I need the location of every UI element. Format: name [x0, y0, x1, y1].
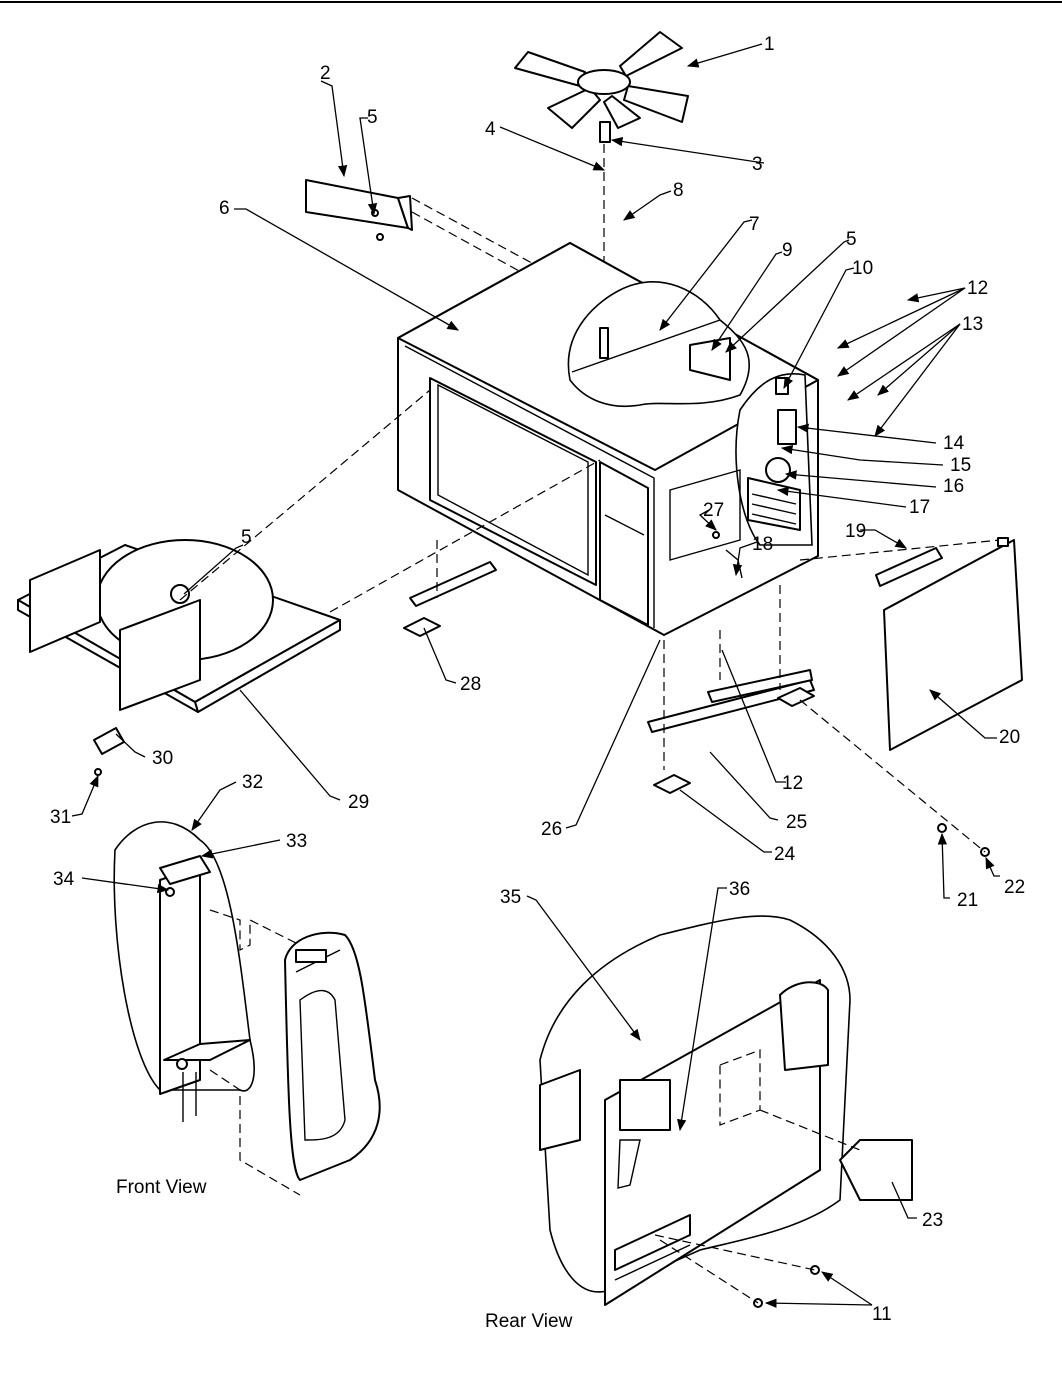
callout-34: 34: [53, 869, 75, 890]
callout-26: 26: [541, 819, 562, 840]
callout-9: 9: [782, 240, 793, 261]
callout-16: 16: [943, 476, 964, 497]
callout-5c: 5: [241, 527, 252, 548]
leader-lines: [71, 43, 1000, 1308]
callout-12b: 12: [782, 773, 803, 794]
callout-21: 21: [957, 890, 978, 911]
callout-24: 24: [774, 844, 796, 865]
callout-35: 35: [500, 887, 521, 908]
rear-view-label: Rear View: [485, 1311, 573, 1332]
callout-5b: 5: [846, 229, 857, 250]
callout-25: 25: [786, 812, 807, 833]
callout-14: 14: [943, 433, 965, 454]
callout-12a: 12: [967, 278, 988, 299]
callout-20: 20: [999, 727, 1020, 748]
callout-17: 17: [909, 497, 930, 518]
front-view-label: Front View: [116, 1177, 207, 1198]
callout-5a: 5: [367, 107, 378, 128]
callout-29: 29: [348, 792, 369, 813]
callout-6: 6: [219, 198, 230, 219]
callout-8: 8: [673, 180, 684, 201]
bracket-2: [305, 179, 413, 241]
base-rail-left: [403, 561, 497, 637]
rear-view-inset: [539, 915, 913, 1308]
callout-23: 23: [922, 1210, 943, 1231]
callout-13: 13: [962, 314, 983, 335]
callout-11: 11: [872, 1304, 892, 1325]
base-rail-right: [647, 669, 815, 794]
trim-strip: [875, 547, 943, 587]
callout-30: 30: [152, 748, 173, 769]
callout-27: 27: [703, 500, 724, 521]
callout-31: 31: [50, 807, 71, 828]
callout-32: 32: [242, 772, 263, 793]
callout-19: 19: [845, 521, 866, 542]
callout-10: 10: [852, 258, 873, 279]
callout-15: 15: [950, 455, 971, 476]
front-view-inset: [113, 821, 381, 1181]
callout-36: 36: [729, 879, 750, 900]
callout-2: 2: [320, 63, 331, 84]
callout-1: 1: [764, 34, 775, 55]
callout-18: 18: [752, 534, 773, 555]
base-tray: [17, 539, 341, 713]
callout-7: 7: [749, 214, 760, 235]
callout-33: 33: [286, 831, 307, 852]
callout-labels: 1 2 3 4 5 5 5 6 7 8 9 10 11 12 12 13 14 …: [50, 34, 1025, 1325]
side-panel: [883, 537, 1023, 751]
callout-3: 3: [752, 154, 763, 175]
callout-28: 28: [460, 674, 481, 695]
callout-4: 4: [485, 119, 496, 140]
callout-22: 22: [1004, 877, 1025, 898]
fan-blade: [514, 31, 689, 143]
